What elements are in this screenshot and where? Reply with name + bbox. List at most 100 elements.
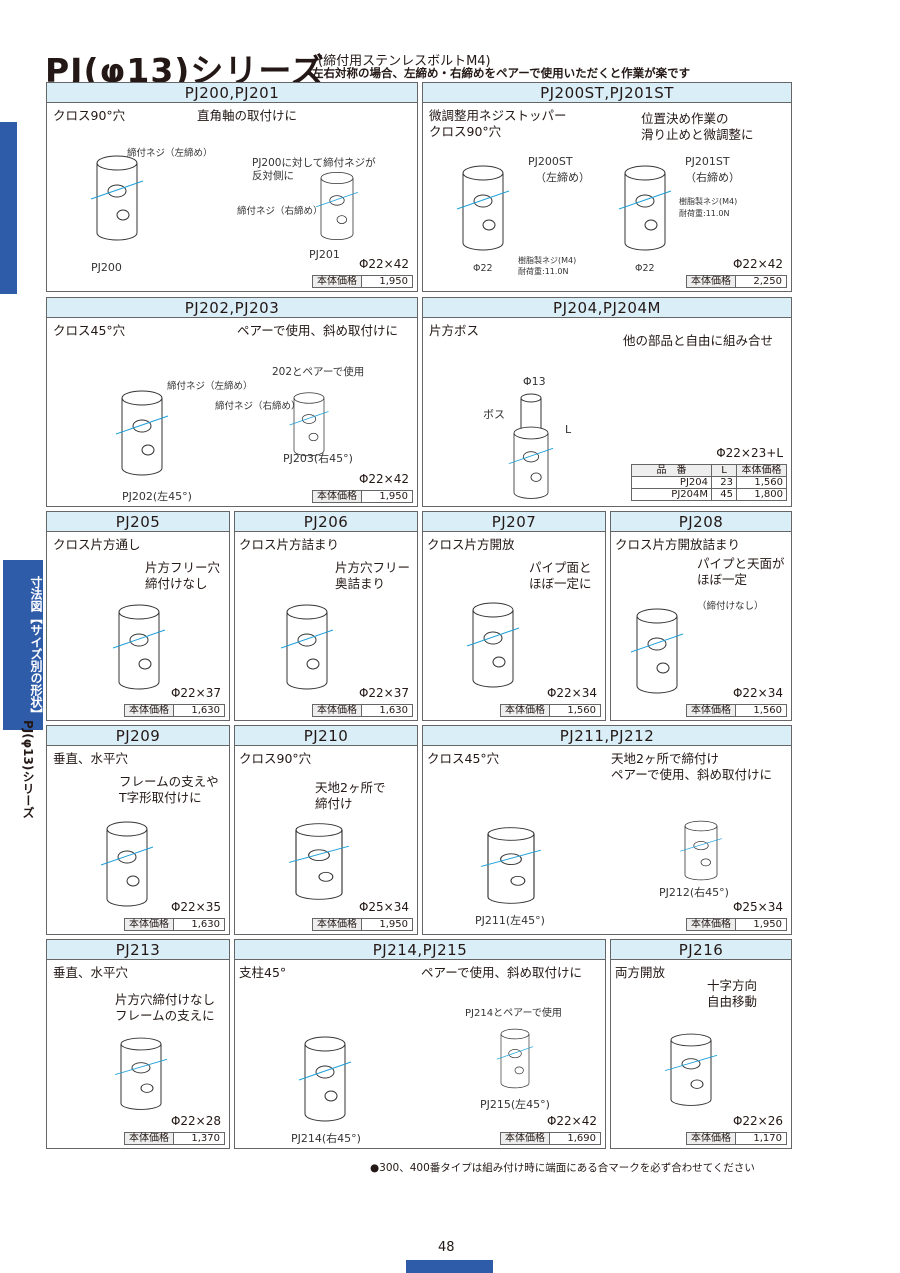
price-value: 1,560 [567,705,596,716]
panel-desc: クロス90°穴 [429,124,502,139]
panel-note: パイプ面と [529,560,592,575]
price-value: 1,950 [379,919,408,930]
label: 樹脂製ネジ(M4) [518,256,577,265]
label: PJ200ST [528,155,573,168]
panel-note: 締付け [315,796,353,811]
label: PJ212(右45°) [659,886,729,899]
part-drawing [679,820,723,881]
panel-desc: クロス片方通し [53,537,141,552]
table-cell: 1,560 [736,476,787,489]
panel-title: PJ214,PJ215 [235,940,605,960]
label: Φ22 [473,263,493,274]
label: PJ214(右45°) [291,1132,361,1145]
panel-note: パイプと天面が [697,556,785,571]
price-label: 本体価格 [687,276,736,287]
dimension: Φ22×37 [358,686,409,700]
panel-note: ペアーで使用、斜め取付けに [237,323,399,338]
part-drawing [114,1037,168,1110]
side-tab-label: 寸法図【サイズ別の形状】 [3,560,43,730]
dimension: Φ22×35 [170,900,221,914]
panel-title: PJ202,PJ203 [47,298,417,318]
panel-note: 他の部品と自由に組み合せ [623,333,774,348]
price-value: 1,630 [379,705,408,716]
panel-pj204-pj204m: PJ204,PJ204M 片方ボス 他の部品と自由に組み合せ Φ13 ボス L … [422,297,792,507]
dimension: Φ22×37 [170,686,221,700]
panel-note: ペアーで使用、斜め取付けに [421,965,583,980]
label: ボス [483,408,505,421]
dimension: Φ25×34 [732,900,783,914]
page-subtitle: (締付用ステンレスボルトM4) [318,54,491,69]
panel-pj214-pj215: PJ214,PJ215 支柱45° ペアーで使用、斜め取付けに PJ214とペア… [234,939,606,1149]
page-note: 左右対称の場合、左締め・右締めをペアーで使用いただくと作業が楽です [312,66,691,80]
price-value: 1,370 [191,1133,220,1144]
panel-pj200-pj201: PJ200,PJ201 クロス90°穴 直角軸の取付けに 締付ネジ（左締め） P… [46,82,418,292]
panel-title: PJ205 [47,512,229,532]
panel-note: フレームの支えや [119,774,219,789]
label: 耐荷重:11.0N [518,267,569,276]
panel-note: フレームの支えに [115,1008,215,1023]
label: Φ13 [523,375,546,388]
part-drawing [496,1028,534,1089]
price-label: 本体価格 [125,919,174,930]
table-cell: PJ204 [631,476,712,489]
dimension: Φ22×42 [358,472,409,486]
part-drawing [315,171,359,241]
panel-note: 滑り止めと微調整に [641,127,754,142]
table-cell: PJ204M [631,488,712,501]
label: PJ202(左45°) [122,490,192,503]
panel-desc: クロス90°穴 [53,108,126,123]
dimension: Φ22×42 [358,257,409,271]
panel-desc: クロス45°穴 [427,751,500,766]
price-value: 1,630 [191,705,220,716]
label: （左締め） [535,171,590,184]
panel-desc: 微調整用ネジストッパー [429,108,567,123]
panel-desc: 両方開放 [615,965,666,980]
table-cell: 23 [711,476,737,489]
label: 反対側に [252,170,294,182]
table-header: L [711,464,737,477]
panel-title: PJ211,PJ212 [423,726,791,746]
label: L [565,423,572,436]
panel-title: PJ200,PJ201 [47,83,417,103]
price-label: 本体価格 [313,919,362,930]
panel-pj211-pj212: PJ211,PJ212 クロス45°穴 天地2ヶ所で締付け ペアーで使用、斜め取… [422,725,792,935]
panel-desc: 垂直、水平穴 [53,751,129,766]
panel-pj209: PJ209 垂直、水平穴 フレームの支えや T字形取付けに Φ22×35 本体価… [46,725,230,935]
price-label: 本体価格 [313,491,362,502]
part-drawing [618,165,672,251]
dimension: Φ22×23+L [716,446,783,460]
panel-note: 片方フリー穴 [145,560,221,575]
panel-pj200st-pj201st: PJ200ST,PJ201ST 微調整用ネジストッパー クロス90°穴 位置決め… [422,82,792,292]
panel-pj213: PJ213 垂直、水平穴 片方穴締付けなし フレームの支えに Φ22×28 本体… [46,939,230,1149]
panel-title: PJ206 [235,512,417,532]
dimension: Φ22×28 [170,1114,221,1128]
panel-desc: 垂直、水平穴 [53,965,129,980]
panel-note: 天地2ヶ所で [315,780,386,795]
part-drawing [298,1036,352,1122]
label: 締付ネジ（右締め） [237,206,323,217]
panel-note: 十字方向 [707,978,758,993]
label: PJ201ST [685,155,730,168]
table-header: 品 番 [631,464,712,477]
footnote: ●300、400番タイプは組み付け時に端面にある合マークを必ず合わせてください [370,1162,755,1174]
label: PJ200 [91,261,122,274]
label: PJ200に対して締付ネジが [252,157,376,169]
dimension: Φ22×34 [546,686,597,700]
price-value: 1,630 [191,919,220,930]
dimension: Φ22×26 [732,1114,783,1128]
price-value: 1,950 [753,919,782,930]
price-label: 本体価格 [687,919,736,930]
label: Φ22 [635,263,655,274]
chapter-tab [0,122,17,294]
price-label: 本体価格 [125,705,174,716]
label: （締付けなし） [697,601,764,612]
